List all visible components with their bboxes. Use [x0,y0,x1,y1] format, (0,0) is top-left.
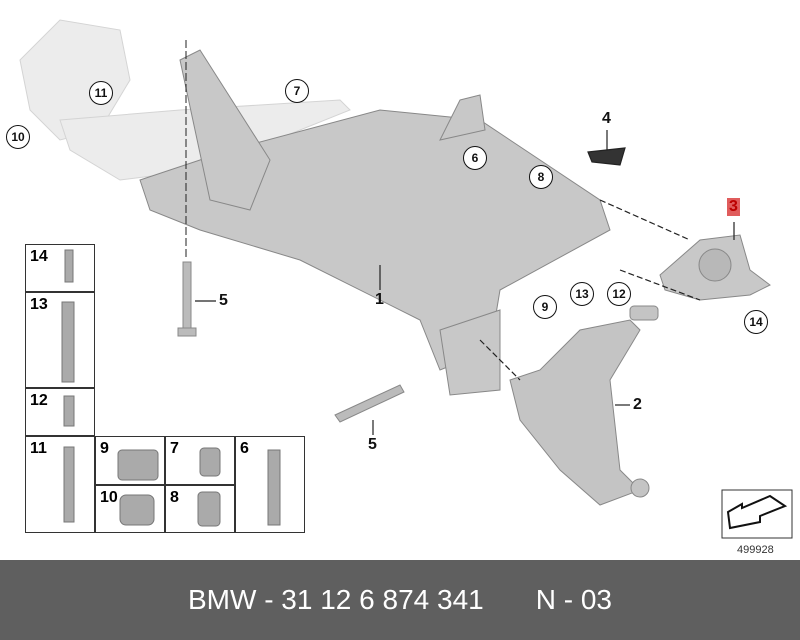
callout-4[interactable]: 4 [602,110,611,127]
subframe [139,49,611,396]
callout-5-lower[interactable]: 5 [368,436,377,453]
callout-9[interactable]: 9 [533,295,557,319]
bolt-5 [177,40,405,423]
callout-12[interactable]: 12 [607,282,631,306]
parts-cell-10[interactable]: 10 [95,485,165,533]
parts-cell-11[interactable]: 11 [25,436,95,533]
parts-cell-7[interactable]: 7 [165,436,235,485]
callout-10[interactable]: 10 [6,125,30,149]
parts-cell-label: 10 [100,489,118,506]
diagram-reference-number: 499928 [737,544,774,556]
footer-bar: BMW - 31 12 6 874 341 N - 03 [0,560,800,640]
callout-1[interactable]: 1 [375,291,384,308]
parts-cell-label: 13 [30,296,48,313]
parts-cell-label: 6 [240,440,249,457]
leader-lines [195,130,735,435]
parts-cell-8[interactable]: 8 [165,485,235,533]
footer-revision: N - 03 [535,584,612,615]
orientation-arrow-icon [721,489,793,539]
parts-cell-12[interactable]: 12 [25,388,95,436]
callout-14[interactable]: 14 [744,310,768,334]
parts-cell-6[interactable]: 6 [235,436,305,533]
footer-part-number: BMW - 31 12 6 874 341 [188,584,484,615]
parts-cell-label: 12 [30,392,48,409]
bushing-bracket [659,234,771,301]
callout-5[interactable]: 5 [219,292,228,309]
callout-8[interactable]: 8 [529,165,553,189]
callout-7[interactable]: 7 [285,79,309,103]
parts-cell-label: 11 [30,440,47,457]
parts-cell-9[interactable]: 9 [95,436,165,485]
parts-cell-13[interactable]: 13 [25,292,95,388]
callout-2[interactable]: 2 [633,396,642,413]
callout-3-highlighted[interactable]: 3 [727,198,740,216]
parts-cell-label: 9 [100,440,109,457]
control-arm [509,305,659,506]
parts-cell-label: 7 [170,440,179,457]
callout-11[interactable]: 11 [89,81,113,105]
parts-table-icons [61,249,281,527]
parts-cell-14[interactable]: 14 [25,244,95,292]
callout-6[interactable]: 6 [463,146,487,170]
parts-cell-label: 8 [170,489,179,506]
callout-13[interactable]: 13 [570,282,594,306]
parts-cell-label: 14 [30,248,48,265]
front-axle-subframe-diagram [19,19,793,539]
